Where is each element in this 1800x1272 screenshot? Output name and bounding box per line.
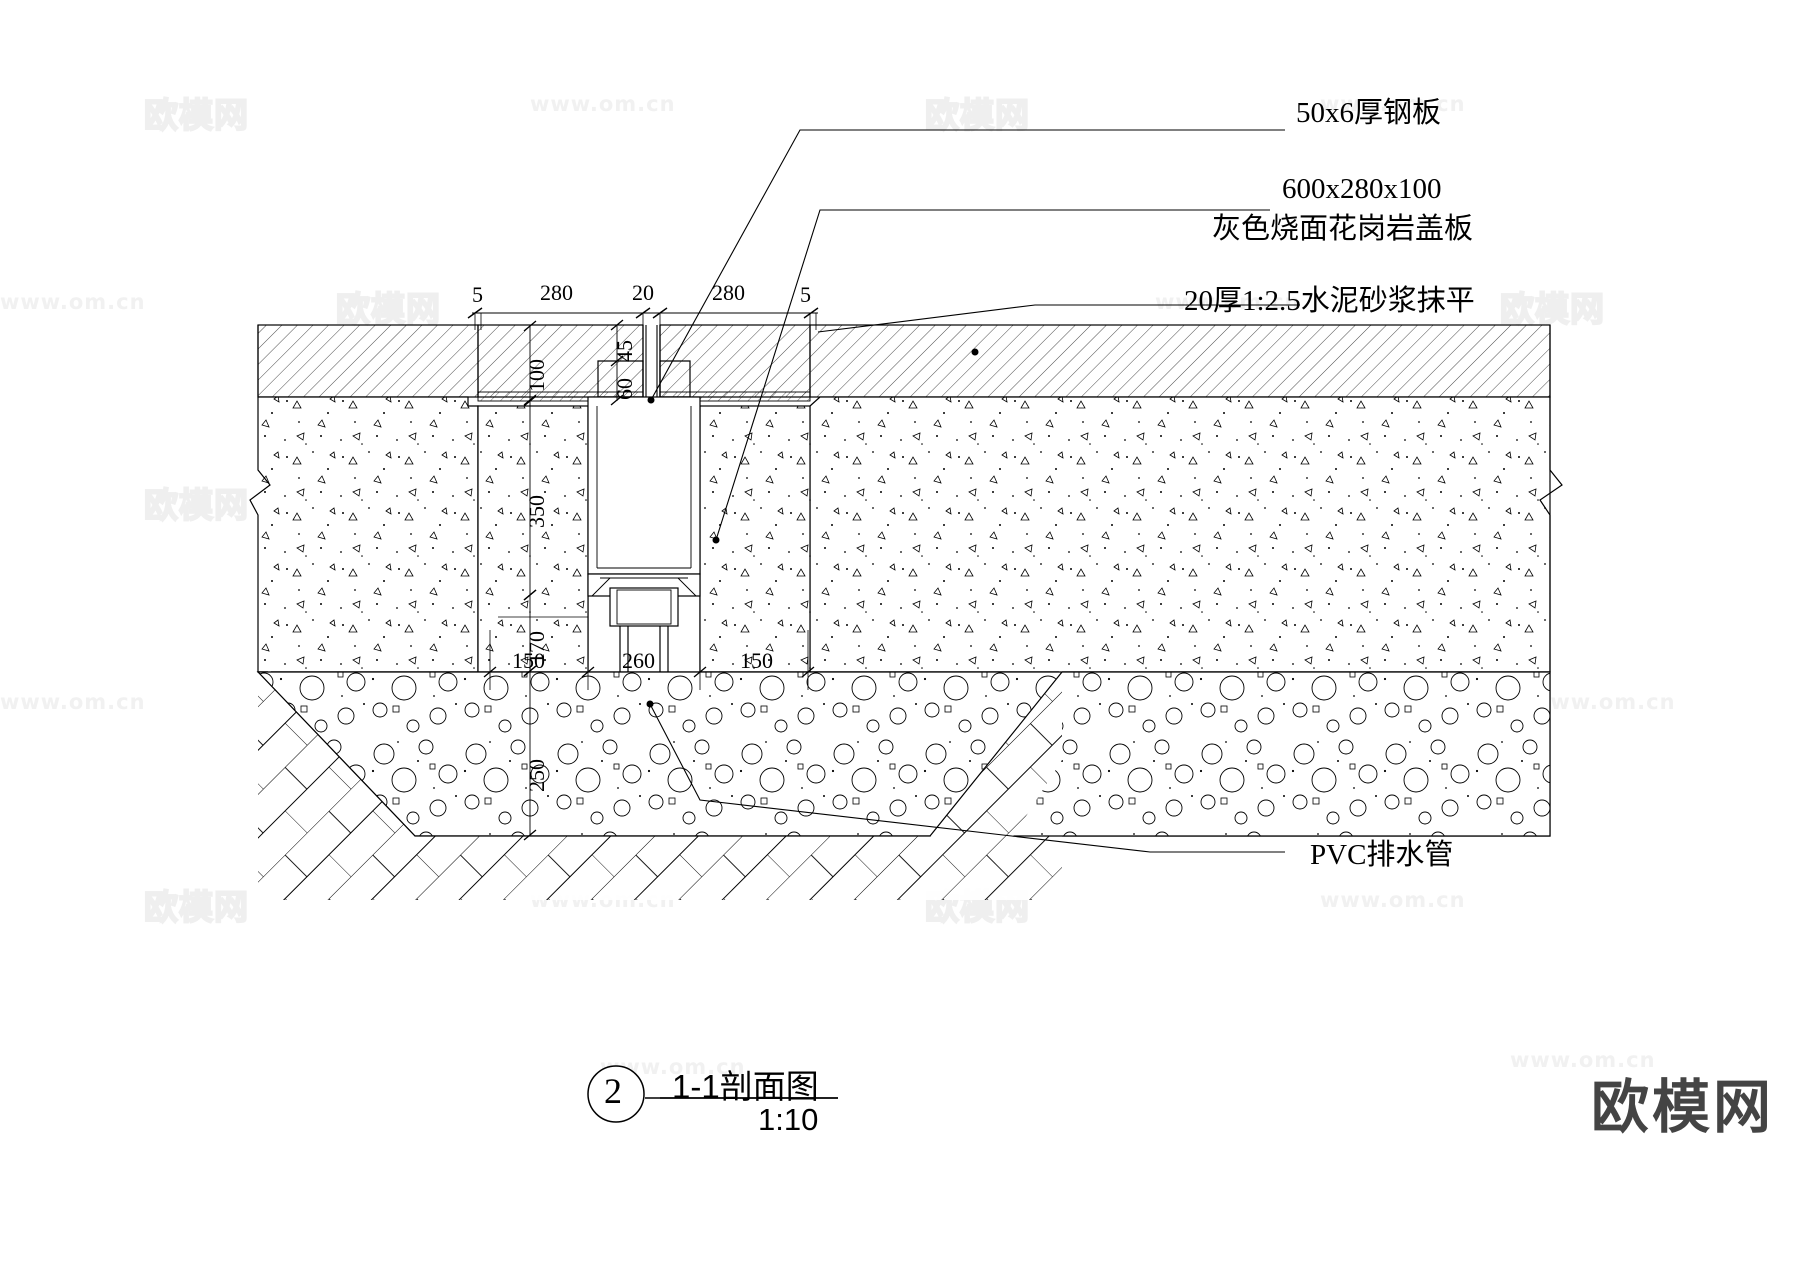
- drain-outlet: [587, 573, 701, 627]
- dimension-lines: [467, 307, 819, 841]
- brand-logo: 欧模网: [1590, 1073, 1774, 1141]
- leader-lines: [646, 129, 1300, 853]
- paving-right: [809, 324, 1551, 398]
- soil-outside: [257, 671, 1063, 890]
- dim-v-250: 250: [524, 759, 549, 792]
- dim-bottom-150-right: 150: [740, 648, 773, 673]
- break-line-right: [1539, 325, 1563, 672]
- annotation-granite-cover: 灰色烧面花岗岩盖板: [1212, 213, 1474, 245]
- drawing-title: 1-1剖面图: [672, 1068, 819, 1105]
- annotation-granite-size: 600x280x100: [1282, 173, 1442, 205]
- concrete-base-slab-top: [256, 671, 1551, 837]
- detail-number-bubble: 2: [604, 1071, 622, 1111]
- dim-top-5-left: 5: [472, 282, 483, 307]
- paving-left: [257, 324, 479, 398]
- dim-top-280-right: 280: [712, 280, 745, 305]
- drawing-scale: 1:10: [758, 1102, 819, 1137]
- annotation-cement-mortar: 20厚1:2.5水泥砂浆抹平: [1184, 285, 1475, 317]
- steel-plate-edges: [645, 325, 658, 397]
- dim-v-45: 45: [612, 340, 637, 362]
- dim-bottom-150-left: 150: [512, 648, 545, 673]
- annotation-steel-plate: 50x6厚钢板: [1296, 97, 1442, 129]
- dim-v-60: 60: [612, 378, 637, 400]
- concrete-surround-fine: [258, 396, 1551, 673]
- dim-v-350: 350: [524, 495, 549, 528]
- dim-top-280-left: 280: [540, 280, 573, 305]
- break-line-left: [249, 325, 271, 672]
- trench-void: [587, 396, 701, 575]
- dim-v-100: 100: [524, 359, 549, 392]
- granite-cover-right: [659, 324, 811, 398]
- annotation-pvc-pipe: PVC排水管: [1310, 839, 1454, 871]
- dim-top-20: 20: [632, 280, 654, 305]
- dim-top-5-right: 5: [800, 282, 811, 307]
- dim-bottom-260: 260: [622, 648, 655, 673]
- title-block-graphics: [587, 1065, 838, 1123]
